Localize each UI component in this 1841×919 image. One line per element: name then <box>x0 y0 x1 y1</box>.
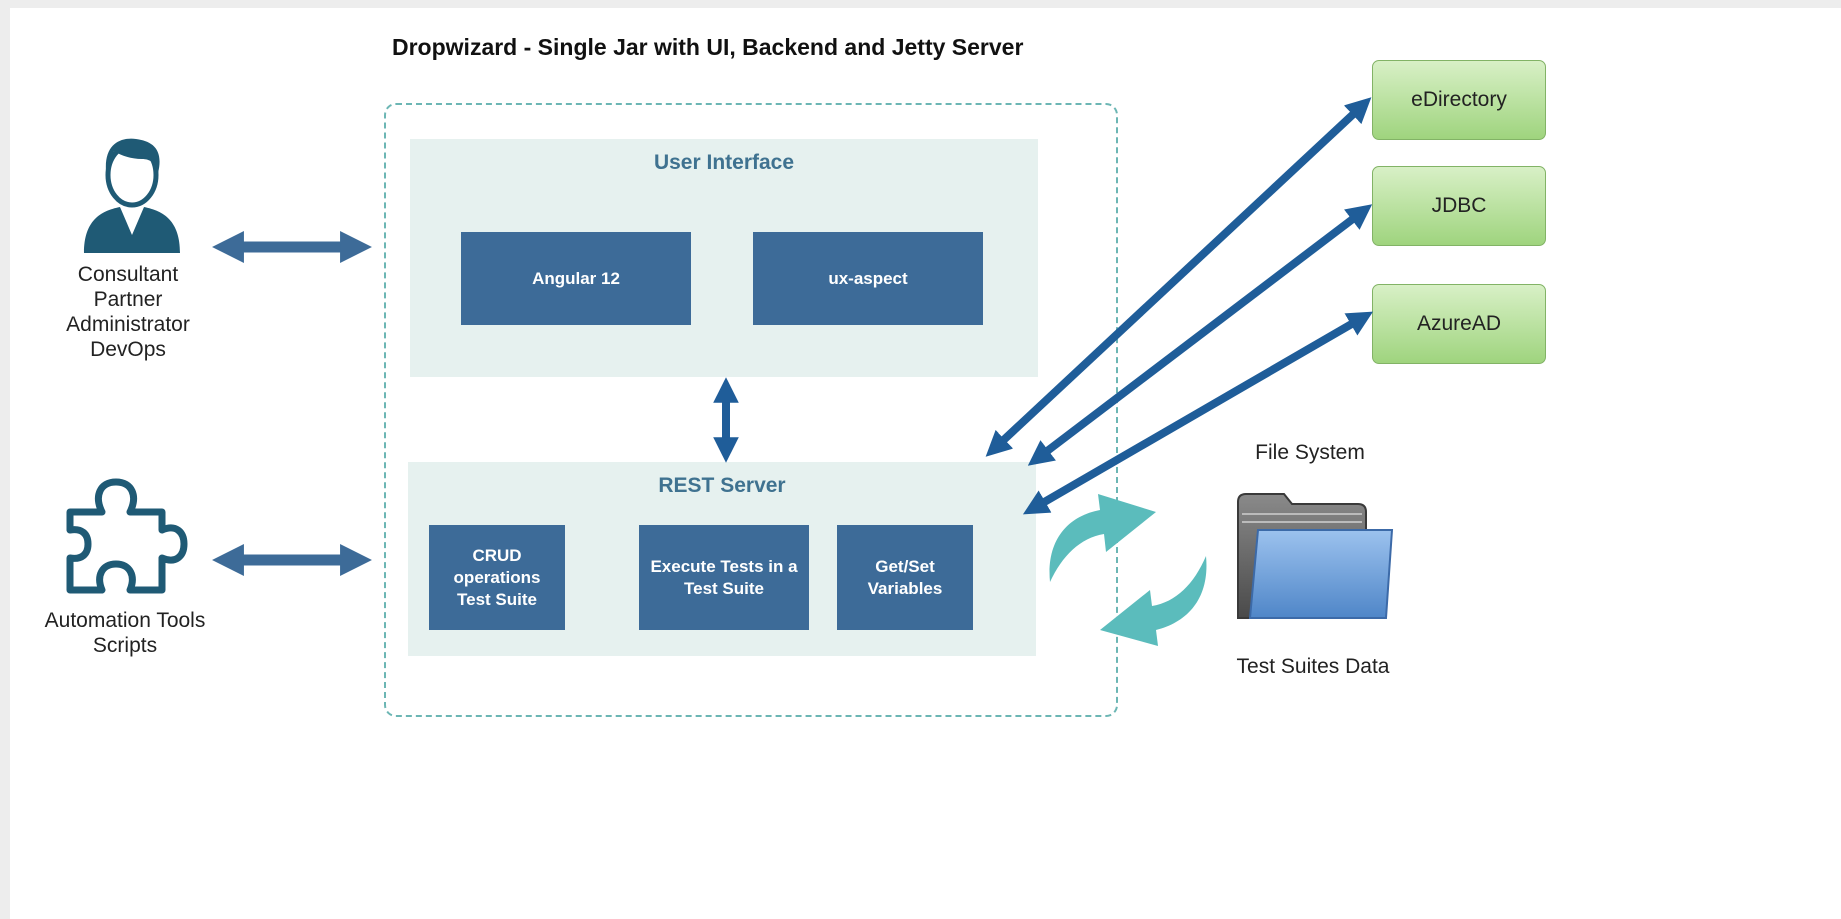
angular-box: Angular 12 <box>461 232 691 325</box>
execute-tests-box: Execute Tests in a Test Suite <box>639 525 809 630</box>
users-label: Consultant Partner Administrator DevOps <box>66 263 190 361</box>
sync-arrow-upper <box>1049 494 1156 582</box>
rest-server-title: REST Server <box>658 474 786 497</box>
rest-to-jdbc-arrow <box>1027 204 1373 466</box>
user-interface-title: User Interface <box>653 151 795 174</box>
rest-to-edirectory-arrow <box>985 97 1372 457</box>
edirectory-box: eDirectory <box>1372 60 1546 140</box>
get-set-variables-box: Get/Set Variables <box>837 525 973 630</box>
rest-to-azuread-arrow <box>1022 311 1374 515</box>
crud-operations-box: CRUD operations Test Suite <box>429 525 565 630</box>
sync-arrow-lower <box>1100 556 1207 646</box>
person-icon <box>80 135 184 255</box>
jdbc-box: JDBC <box>1372 166 1546 246</box>
diagram-title: Dropwizard - Single Jar with UI, Backend… <box>392 34 1024 60</box>
ux-aspect-box: ux-aspect <box>753 232 983 325</box>
azuread-box: AzureAD <box>1372 284 1546 364</box>
automation-label: Automation Tools Scripts <box>44 609 206 657</box>
puzzle-piece-icon <box>60 478 188 596</box>
file-system-caption: Test Suites Data <box>1236 655 1390 678</box>
